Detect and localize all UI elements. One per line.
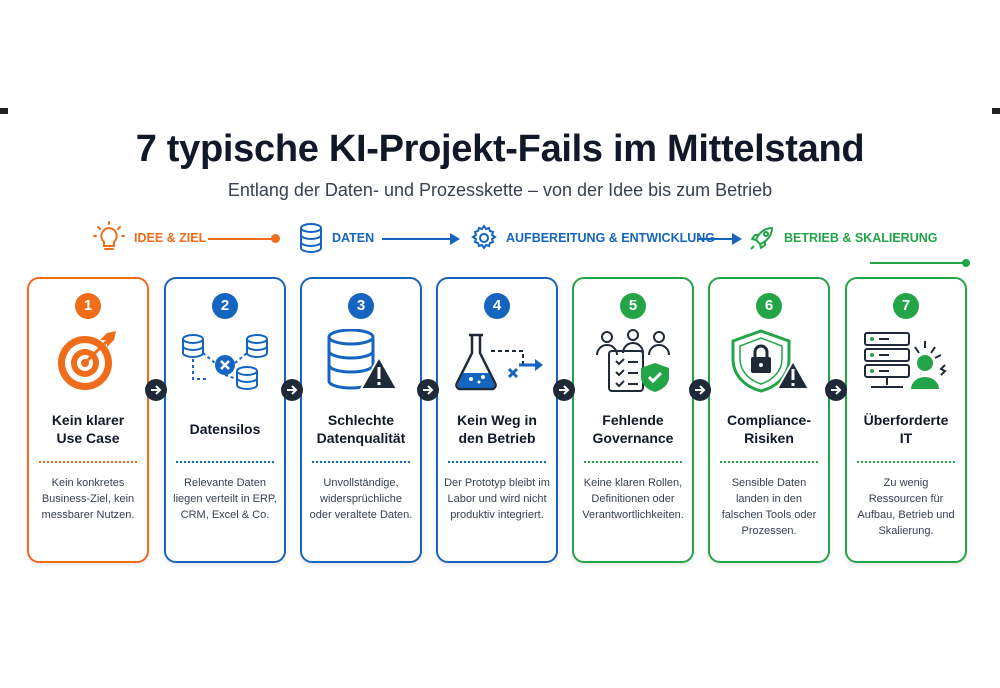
card-number-badge: 3 [348, 293, 374, 319]
card-title-line2: den Betrieb [458, 430, 536, 446]
card-separator [312, 461, 410, 463]
card-number-badge: 6 [756, 293, 782, 319]
card-description: Relevante Daten liegen verteilt in ERP, … [173, 477, 277, 521]
arrow-right-icon [559, 385, 570, 395]
page-title: 7 typische KI-Projekt-Fails im Mittelsta… [135, 128, 865, 170]
card-title-line2: Governance [592, 430, 674, 446]
card-connector [689, 379, 711, 401]
arrow-right-icon [151, 385, 162, 395]
stage-label: IDEE & ZIEL [134, 231, 207, 245]
card-description: Der Prototyp bleibt im Labor und wird ni… [444, 477, 550, 521]
card-title-line2: Datenqualität [316, 430, 406, 446]
card-number-badge: 4 [484, 293, 510, 319]
stage-end-line [870, 262, 965, 264]
stage-label: DATEN [332, 231, 375, 245]
card-title-line1: Kein klarer [51, 412, 125, 428]
stage-betrieb: BETRIEB & SKALIERUNG [748, 222, 937, 254]
database-icon [300, 223, 322, 253]
frame-edge-right [992, 108, 1000, 114]
arrow-right-icon [423, 385, 434, 395]
stage-end-dot [962, 259, 970, 267]
card-title-line1: Fehlende [602, 412, 664, 428]
card-separator [584, 461, 682, 463]
server-overload-icon [864, 332, 947, 389]
card-number-badge: 1 [75, 293, 101, 319]
card-description: Keine klaren Rollen, Definitionen oder V… [582, 477, 684, 521]
card-title-line1: Datensilos [189, 421, 261, 437]
card-title-line1: Kein Weg in [457, 412, 537, 428]
stage-label: AUFBEREITUNG & ENTWICKLUNG [506, 231, 716, 245]
fail-card-6: 6 Compliance- Risiken Sensible Daten land… [708, 277, 830, 563]
card-description: Kein konkretes Business-Ziel, kein messb… [41, 477, 135, 521]
target-icon [58, 331, 116, 390]
card-description: Zu wenig Ressourcen für Aufbau, Betrieb … [857, 477, 955, 537]
card-title-line1: Compliance- [726, 412, 811, 428]
card-title-line2: Use Case [56, 430, 120, 446]
card-connector [145, 379, 167, 401]
card-title-line2: Risiken [744, 430, 794, 446]
stage-daten: DATEN [298, 222, 374, 254]
stage-connector [382, 238, 454, 240]
card-separator [720, 461, 818, 463]
stage-aufbereitung: AUFBEREITUNG & ENTWICKLUNG [470, 222, 715, 254]
card-separator [39, 461, 137, 463]
lightbulb-icon [93, 221, 125, 250]
card-title-line1: Schlechte [327, 412, 395, 428]
card-separator [448, 461, 546, 463]
arrow-right-icon [695, 385, 706, 395]
card-title: Datensilos [170, 404, 280, 454]
card-title: Kein Weg in den Betrieb [442, 404, 552, 454]
card-title-line1: Überforderte [863, 412, 949, 428]
shield-lock-icon [731, 329, 811, 393]
card-connector [553, 379, 575, 401]
card-description: Sensible Daten landen in den falschen To… [721, 477, 817, 537]
flask-arrow-icon [455, 333, 543, 391]
arrow-head-icon [450, 233, 460, 245]
rocket-icon [750, 227, 773, 250]
card-number-badge: 5 [620, 293, 646, 319]
arrow-head-icon [732, 233, 742, 245]
card-number-badge: 7 [893, 293, 919, 319]
card-connector [417, 379, 439, 401]
card-number-badge: 2 [212, 293, 238, 319]
card-separator [857, 461, 955, 463]
governance-icon [596, 329, 670, 392]
stage-label: BETRIEB & SKALIERUNG [784, 231, 938, 245]
stage-idee-ziel: IDEE & ZIEL [92, 221, 207, 254]
card-connector [281, 379, 303, 401]
database-warning-icon [327, 329, 399, 390]
gear-icon [471, 224, 497, 250]
stage-connector [698, 238, 734, 240]
card-title: Compliance- Risiken [714, 404, 824, 454]
fail-card-4: 4 Kein Weg in den Betrieb Der Prototyp bl… [436, 277, 558, 563]
frame-edge-left [0, 108, 8, 114]
arrow-right-icon [831, 385, 842, 395]
card-title-line2: IT [899, 430, 913, 446]
card-connector [825, 379, 847, 401]
fail-card-2: 2 Datensilos Relevante Daten liegen vert… [164, 277, 286, 563]
card-description: Unvollständige, widersprüchliche oder ve… [309, 477, 413, 521]
data-silos-icon [182, 334, 268, 390]
stage-connector-dot [271, 234, 280, 243]
page-subtitle: Entlang der Daten- und Prozesskette – vo… [227, 180, 773, 200]
card-separator [176, 461, 274, 463]
stage-connector [208, 238, 272, 240]
arrow-right-icon [287, 385, 298, 395]
